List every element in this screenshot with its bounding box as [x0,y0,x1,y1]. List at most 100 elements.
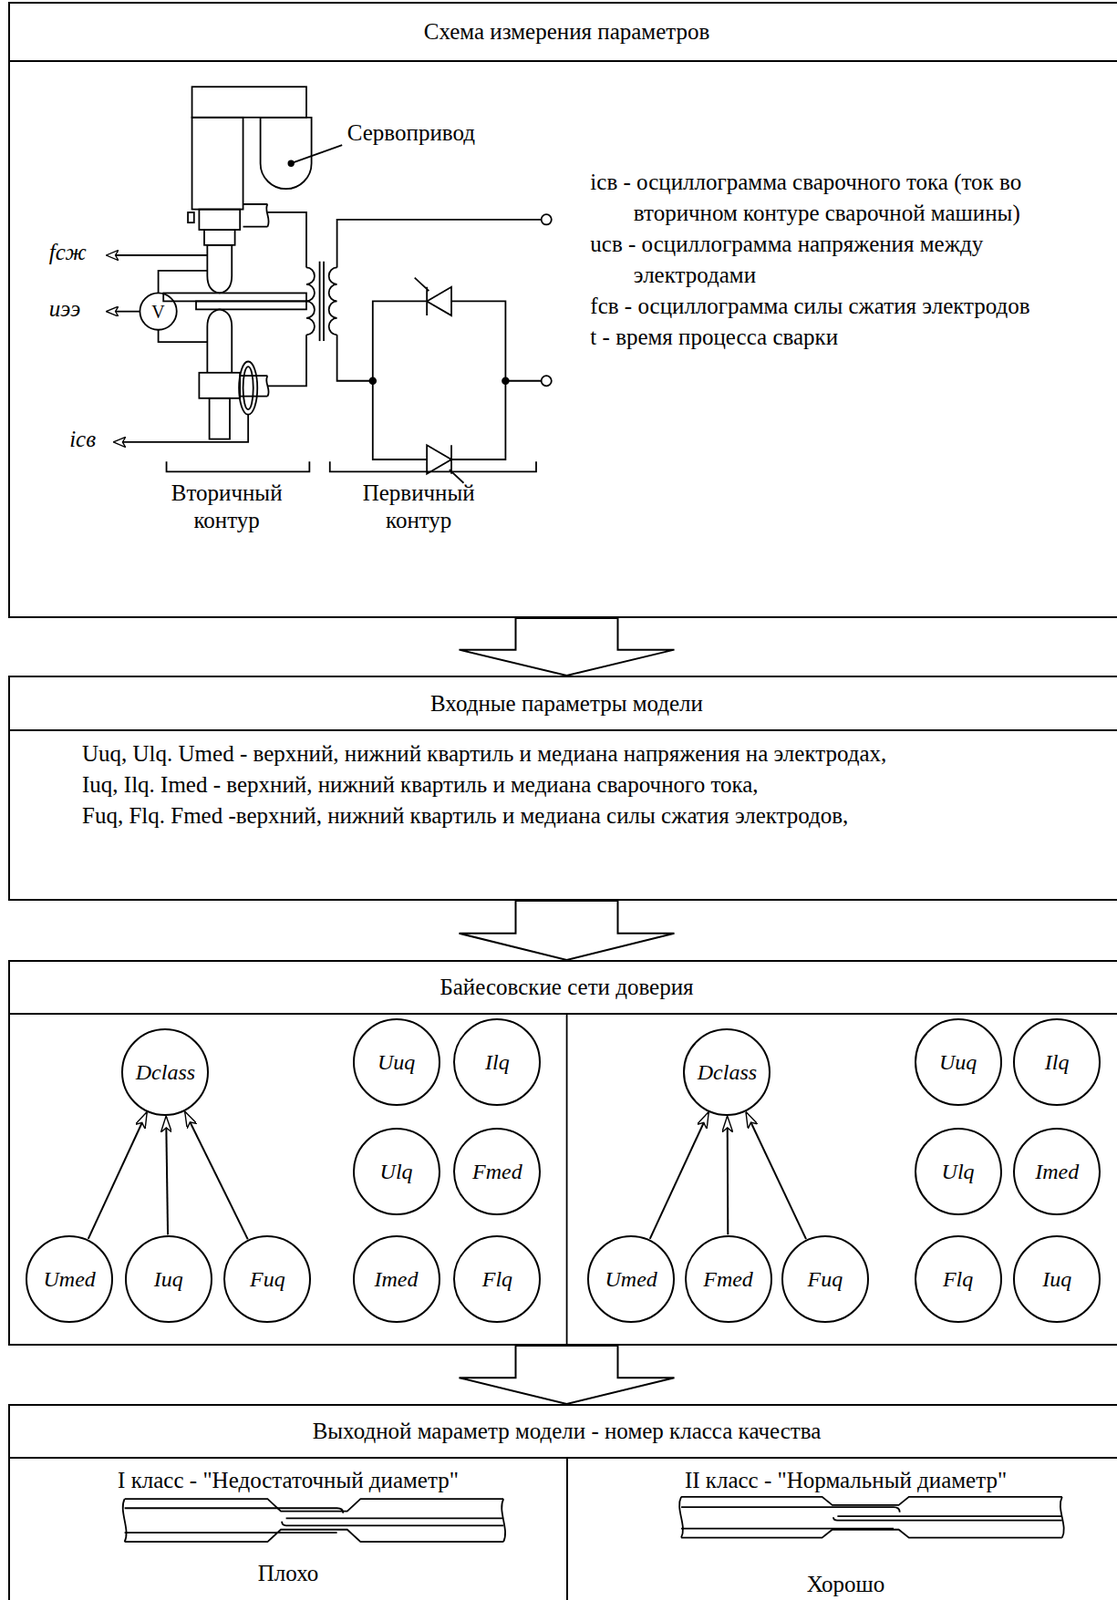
network-node: Dclass [682,1028,771,1117]
network-node: Ilq [1013,1018,1101,1107]
network-node: Imed [352,1235,441,1324]
class-cell: I класс - "Недостаточный диаметр"Плохо [10,1458,569,1600]
bracket-label: Первичный контур [337,479,501,535]
network-node: Fuq [781,1235,869,1324]
dependency-arrow [185,1112,249,1240]
voltage-lead [158,330,208,342]
junction-dot [369,377,376,384]
panel-band: Входные параметры моделиUuq, Ulq. Umed -… [8,675,1117,901]
signal-name: fсж [49,238,87,267]
network-node: Iuq [124,1235,213,1324]
network-node: Uuq [352,1018,441,1107]
panel-heading: Схема измерения параметров [10,3,1117,63]
node-label: Fuq [249,1265,286,1293]
network-node: Imed [1013,1127,1101,1216]
node-label: Umed [42,1265,95,1293]
tube-outline [681,1530,1063,1539]
class-title: II класс - "Нормальный диаметр" [568,1466,1117,1495]
node-label: Fuq [807,1265,844,1293]
network-node: Iuq [1013,1235,1101,1324]
current-sensor [243,366,254,410]
notation-line: t - время процесса сварки [589,321,1106,353]
secondary-winding [306,267,315,335]
class-verdict: Плохо [10,1559,567,1588]
upper-arm [243,204,269,228]
sheet-line [833,1516,1063,1521]
node-label: Umed [604,1265,657,1293]
network-node: Uuq [914,1018,1003,1107]
lower-stem [209,398,230,440]
part-label: Сервопривод [347,119,476,147]
network-node: Fmed [453,1127,541,1216]
flow-arrow [459,618,675,676]
lower-electrode [206,309,232,373]
flow-arrow [459,1345,675,1405]
terminal [541,375,552,386]
break-line [501,1499,506,1542]
network-node: Flq [914,1235,1003,1324]
servo-drive [260,117,312,189]
break-line [1060,1497,1065,1539]
thyristor-loop [372,300,507,460]
node-label: Imed [1034,1158,1079,1186]
bracket [330,461,537,472]
lower-holder [198,372,240,399]
current-sensor [238,361,258,414]
force-lead [107,254,208,257]
measuring-leads [107,255,249,443]
transformer [267,212,551,484]
network-node: Ulq [352,1127,441,1216]
terminal [541,214,552,225]
panel-heading: Входные параметры модели [10,677,1117,732]
signal-name: iсв [69,425,96,454]
tube-outline [124,1499,505,1511]
clamp [187,212,195,223]
primary-winding [329,267,338,335]
voltmeter [139,292,176,330]
node-label: Iuq [1042,1265,1072,1293]
leader-line [290,144,342,164]
thyristor-symbol [426,444,464,483]
network-node: Fmed [684,1235,773,1324]
machine-column [192,117,244,210]
meter-symbol: V [151,302,165,321]
dependency-arrow [88,1112,147,1239]
parameter-line: Uuq, Ulq. Umed - верхний, нижний квартил… [82,738,1115,770]
node-label: Flq [482,1265,513,1293]
node-label: Ilq [485,1048,510,1076]
weld-good [679,1497,1065,1539]
upper-holder [198,209,240,230]
sheet-line [124,1508,344,1533]
panel-divider [566,1013,569,1346]
lower-sheet [196,300,307,310]
node-label: Ulq [380,1158,414,1186]
network-node: Umed [587,1235,675,1324]
panel-band: Выходной мараметр модели - номер класса … [8,1404,1117,1600]
class-verdict: Хорошо [568,1570,1117,1599]
node-label: Dclass [135,1058,196,1086]
machine-head [192,86,307,118]
voltage-lead [158,270,208,294]
transformer-core [322,261,325,342]
dependency-arrow [165,1117,168,1235]
electrode-nut [204,229,236,246]
node-label: Flq [942,1265,973,1293]
sheet-line [281,1518,504,1526]
sheet-line [681,1507,900,1530]
voltage-output [107,310,141,313]
notation-line: iсв - осциллограмма сварочного тока (ток… [589,166,1106,229]
panel-heading: Байесовские сети доверия [10,961,1117,1015]
node-label: Iuq [154,1265,184,1293]
primary-wire [337,219,542,269]
node-label: Uuq [939,1048,977,1076]
secondary-wire [267,334,307,386]
thyristor-symbol [414,278,452,316]
panel-band: Байесовские сети доверияDclassUmed Iuq Fuq… [8,960,1117,1346]
secondary-wire [267,212,307,268]
node-label: Fmed [472,1158,523,1186]
dependency-arrow [650,1112,709,1239]
tube-outline [124,1530,505,1542]
node-label: Dclass [697,1058,757,1086]
network-node: Flq [453,1235,541,1324]
class-cell: II класс - "Нормальный диаметр" Хорошо [568,1458,1117,1600]
